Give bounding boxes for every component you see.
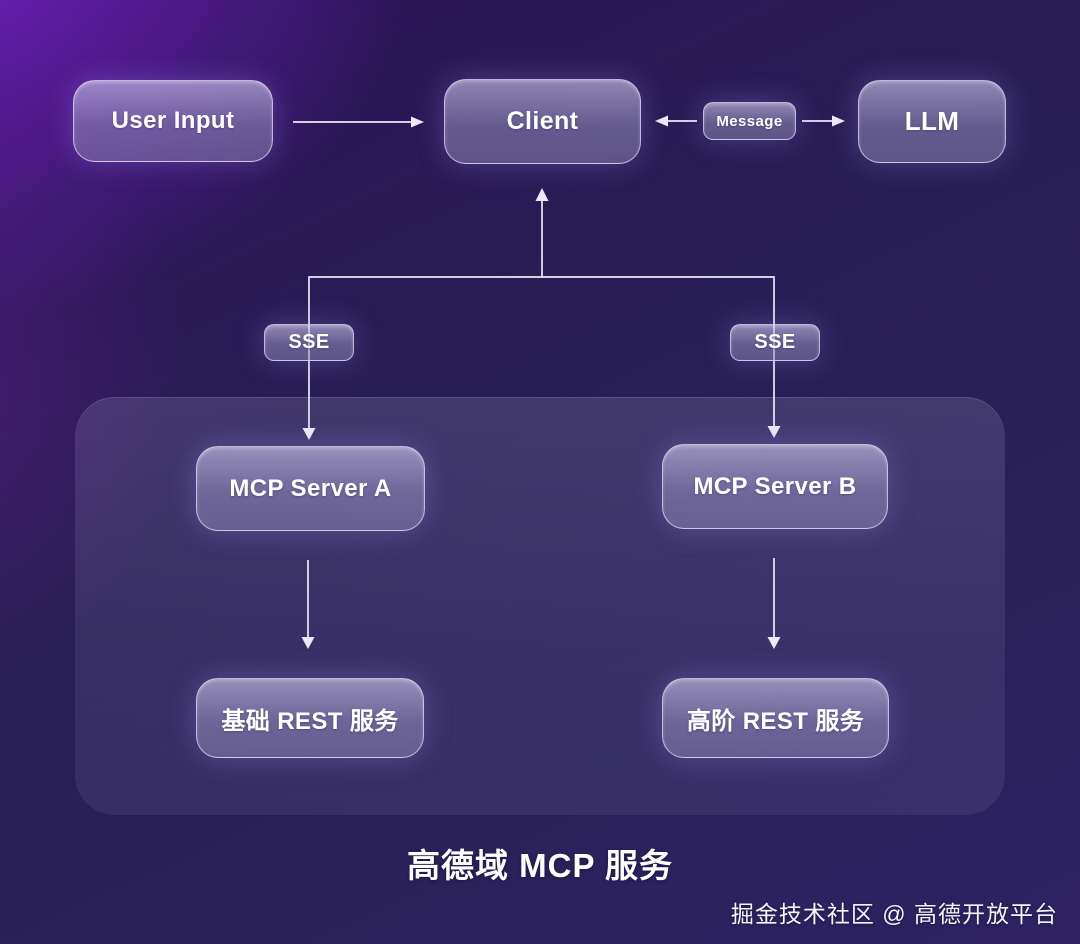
arrow-mcp-b-to-rest-advanced bbox=[767, 558, 781, 649]
node-mcp-server-b: MCP Server B bbox=[662, 444, 888, 529]
watermark-text: 掘金技术社区 @ 高德开放平台 bbox=[730, 901, 1058, 927]
badge-sse-left: SSE bbox=[264, 324, 354, 361]
arrow-mcp-a-to-rest-basic bbox=[301, 560, 315, 649]
node-mcp-server-a: MCP Server A bbox=[196, 446, 425, 531]
arrow-message-to-client bbox=[655, 115, 697, 127]
diagram-title: 高德域 MCP 服务 bbox=[406, 847, 674, 884]
node-client: Client bbox=[444, 79, 641, 164]
arrow-message-to-llm bbox=[802, 115, 845, 127]
node-llm: LLM bbox=[858, 80, 1006, 163]
node-user-input: User Input bbox=[73, 80, 273, 162]
junction-bar bbox=[302, 276, 781, 440]
node-message-badge: Message bbox=[703, 102, 796, 140]
arrow-junction-to-client bbox=[535, 188, 549, 277]
badge-sse-right: SSE bbox=[730, 324, 820, 361]
arrow-user-input-to-client bbox=[293, 116, 424, 128]
node-rest-basic: 基础 REST 服务 bbox=[196, 678, 424, 758]
node-rest-advanced: 高阶 REST 服务 bbox=[662, 678, 889, 758]
